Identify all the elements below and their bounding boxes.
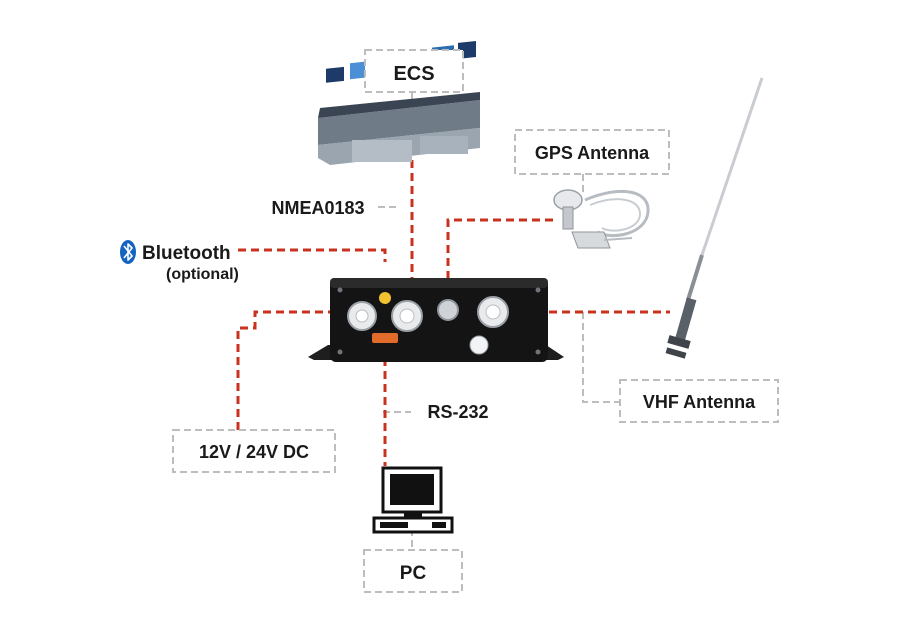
gps-connector: [446, 218, 553, 298]
gps-label-box: [514, 129, 670, 175]
gps-antenna-image: [553, 189, 650, 249]
pc-label: PC: [400, 563, 427, 584]
gps-port: [437, 299, 459, 321]
pc-label-box: [363, 549, 463, 593]
gps-label: GPS Antenna: [535, 143, 650, 163]
power-connector: [236, 310, 362, 432]
nmea-label: NMEA0183: [271, 198, 364, 218]
power-label-box: [172, 429, 336, 473]
vhf-leader: [582, 312, 620, 403]
power-button: [469, 335, 489, 355]
rs232-port: [372, 333, 398, 343]
bluetooth-connector: [238, 248, 387, 262]
vhf-label: VHF Antenna: [643, 392, 756, 412]
power-label: 12V / 24V DC: [199, 442, 309, 462]
vhf-antenna-image: [665, 77, 764, 359]
ecs-label-box: [364, 49, 464, 93]
ecs-label: ECS: [393, 63, 434, 85]
transponder-device: [308, 278, 564, 362]
pc-image: [372, 466, 454, 534]
bluetooth-label: Bluetooth: [142, 243, 231, 264]
bluetooth-indicator: [379, 292, 391, 304]
bluetooth-sublabel: (optional): [166, 266, 239, 283]
bluetooth-logo: [120, 240, 136, 264]
vhf-label-box: [619, 379, 779, 423]
rs232-label: RS-232: [427, 402, 488, 422]
